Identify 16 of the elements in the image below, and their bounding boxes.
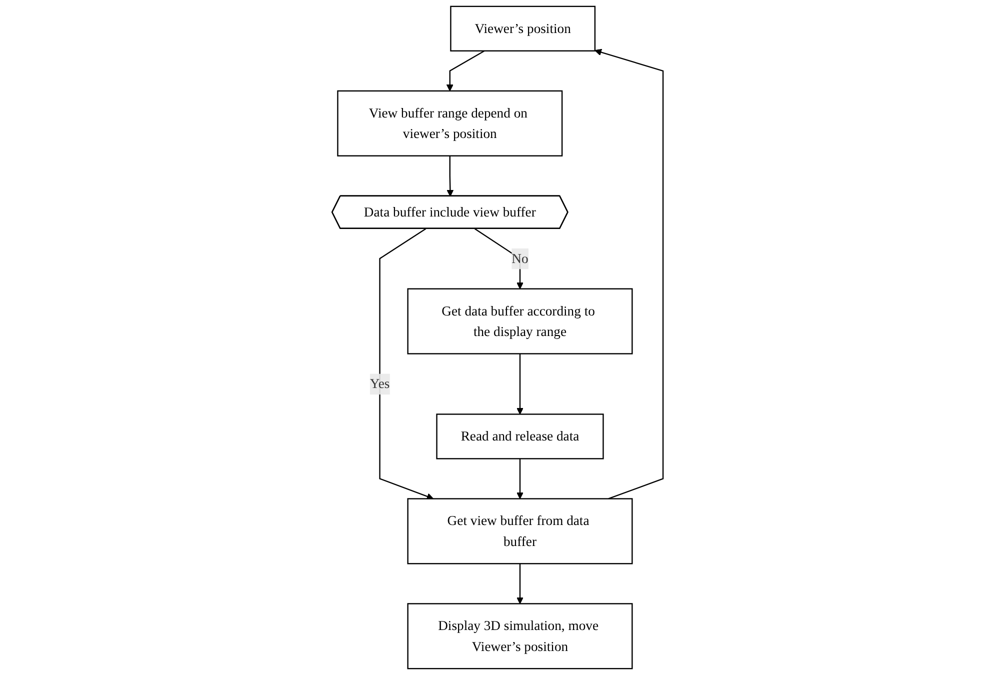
arrow: [446, 50, 486, 92]
edge-label: Yes: [370, 376, 390, 392]
node-box: Read and release data: [436, 414, 604, 460]
arrow: [447, 156, 454, 197]
arrow: [516, 564, 524, 604]
arrow: [380, 228, 434, 500]
node-box: Display 3D simulation, move Viewer’s position: [408, 603, 634, 670]
arrow: [595, 48, 664, 500]
node-box: Get data buffer according to the display range: [408, 288, 634, 354]
edge-label: No: [512, 250, 529, 266]
arrow: [516, 354, 524, 415]
node-box: Get view buffer from data buffer: [408, 498, 634, 564]
arrow: [516, 458, 524, 500]
node-box: View buffer range depend on viewer’s position: [338, 90, 564, 156]
node-box: Viewer’s position: [450, 6, 596, 52]
arrow: [474, 228, 524, 290]
